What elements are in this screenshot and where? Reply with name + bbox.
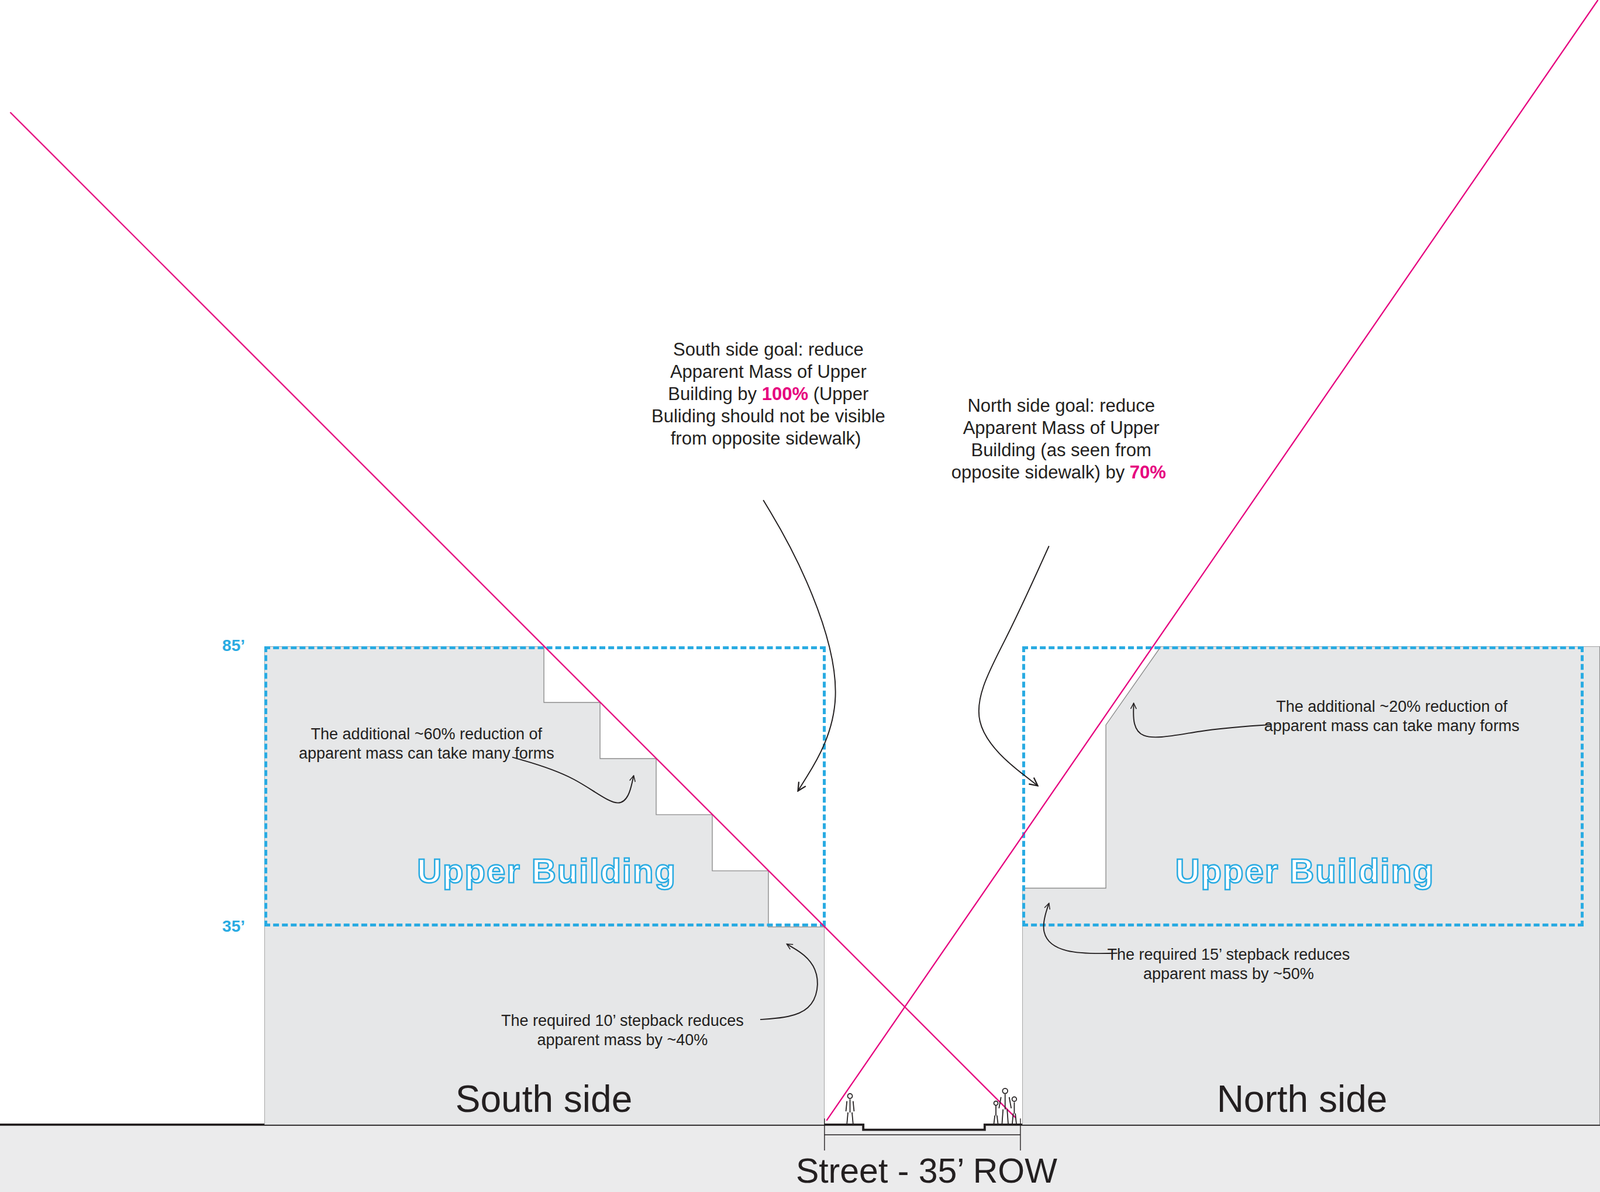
- building-label: South side: [455, 1078, 633, 1120]
- leader-lines: [512, 500, 1272, 1020]
- dimension-line: [824, 1134, 1021, 1136]
- upper-building-zone: Upper Building: [1022, 646, 1584, 927]
- goal-note: South side goal: reduce Apparent Mass of…: [646, 338, 892, 450]
- leader-line: [763, 500, 836, 791]
- ground-fill: [0, 1125, 1600, 1192]
- goal-note: North side goal: reduce Apparent Mass of…: [941, 394, 1182, 484]
- building-fill: [264, 646, 825, 1125]
- upper-building-zone: Upper Building: [264, 646, 826, 927]
- height-mark: 35’: [213, 916, 255, 937]
- dimension-tick: [1019, 1118, 1021, 1153]
- leader-line: [1133, 702, 1272, 737]
- leader-line: [512, 757, 634, 803]
- building-label: North side: [1216, 1078, 1388, 1120]
- goal-text: North side goal: reduce Apparent Mass of…: [951, 395, 1160, 482]
- zone-label: Upper Building: [416, 852, 677, 890]
- zone-label: Upper Building: [1175, 852, 1436, 890]
- annotation: The required 10’ stepback reduces appare…: [469, 1011, 776, 1050]
- pedestrian-figures: [846, 1088, 1017, 1124]
- dimension-tick: [823, 1118, 825, 1153]
- leader-line: [1043, 902, 1118, 954]
- height-mark: 85’: [213, 635, 255, 656]
- goal-text: 70%: [1129, 461, 1167, 483]
- street-label: Street - 35’ ROW: [757, 1150, 1095, 1192]
- building-fill: [1022, 646, 1600, 1125]
- leader-line: [760, 943, 818, 1020]
- sightline: [9, 112, 1016, 1118]
- annotation: The required 15’ stepback reduces appare…: [1075, 945, 1382, 984]
- ground-line: [0, 1124, 1600, 1130]
- leader-line: [978, 546, 1050, 786]
- annotation: The additional ~60% reduction of apparen…: [288, 724, 565, 764]
- building-mass: South side Upper Building: [264, 646, 825, 1125]
- goal-text: 100%: [761, 383, 809, 405]
- annotation: The additional ~20% reduction of apparen…: [1253, 697, 1530, 736]
- sightline: [826, 0, 1598, 1121]
